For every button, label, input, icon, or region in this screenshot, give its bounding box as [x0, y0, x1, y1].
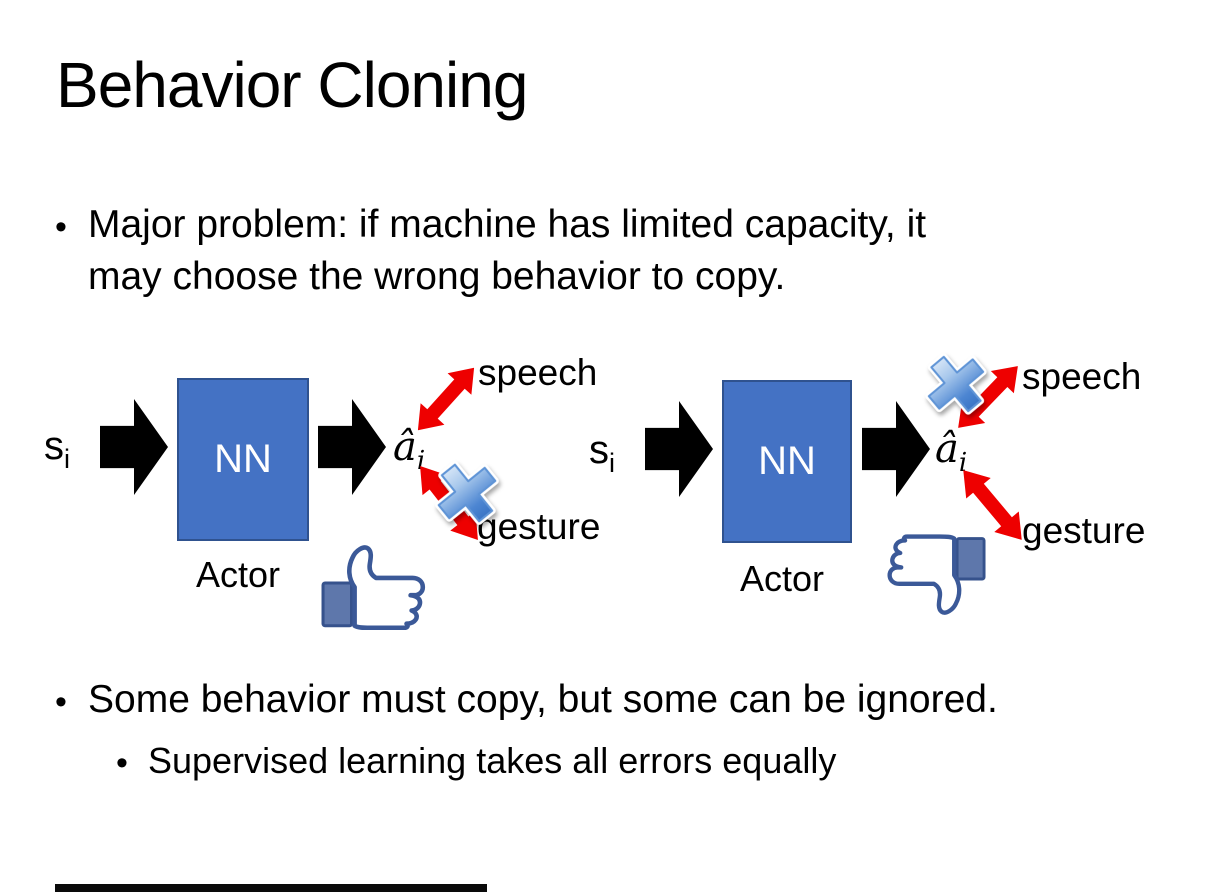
cross-out-icon — [433, 459, 501, 527]
slide-title: Behavior Cloning — [56, 49, 528, 121]
nn-box: NN — [722, 380, 852, 543]
right-arrow-icon — [645, 401, 713, 497]
cross-out-icon — [923, 351, 988, 416]
double-arrow-speech-icon — [405, 356, 488, 443]
nn-box: NN — [177, 378, 309, 541]
double-arrow-speech-icon — [945, 354, 1031, 441]
action-output-label: âi — [393, 424, 426, 476]
actor-label: Actor — [740, 558, 825, 599]
cross-shape — [927, 355, 985, 413]
speech-label: speech — [478, 352, 598, 393]
thumb-hand — [887, 534, 962, 615]
double-arrow-shape — [417, 367, 475, 431]
bullet2-sub-text: Supervised learning takes all errors equ… — [148, 740, 837, 781]
state-input-label: si — [589, 428, 615, 478]
thumb-hand — [347, 545, 426, 630]
double-arrow-gesture-icon — [949, 459, 1035, 552]
bullet-marker: • — [55, 683, 67, 721]
thumbs-down-icon — [880, 531, 986, 627]
action-output-label: âi — [935, 426, 968, 478]
nn-label: NN — [214, 437, 272, 481]
bullet2-text: Some behavior must copy, but some can be… — [88, 678, 998, 721]
state-input-label: si — [44, 424, 70, 474]
gesture-label: gesture — [1022, 510, 1146, 551]
right-arrow-icon — [862, 401, 930, 497]
bottom-partial-line — [55, 884, 487, 892]
right-arrow-icon — [318, 399, 386, 495]
thumb-cuff — [955, 537, 986, 581]
double-arrow-shape — [958, 366, 1018, 428]
actor-label: Actor — [196, 554, 281, 595]
thumb-cuff — [321, 581, 354, 628]
cross-shape — [437, 463, 497, 523]
thumbs-up-icon — [321, 536, 433, 630]
bullet-marker: • — [116, 744, 128, 782]
double-arrow-shape — [963, 470, 1022, 540]
bullet1-line1: Major problem: if machine has limited ca… — [88, 203, 927, 246]
bullet1-line2: may choose the wrong behavior to copy. — [88, 255, 786, 298]
bullet-marker: • — [55, 208, 67, 246]
gesture-label: gesture — [477, 506, 601, 547]
nn-label: NN — [758, 439, 816, 483]
right-arrow-icon — [100, 399, 168, 495]
speech-label: speech — [1022, 356, 1142, 397]
